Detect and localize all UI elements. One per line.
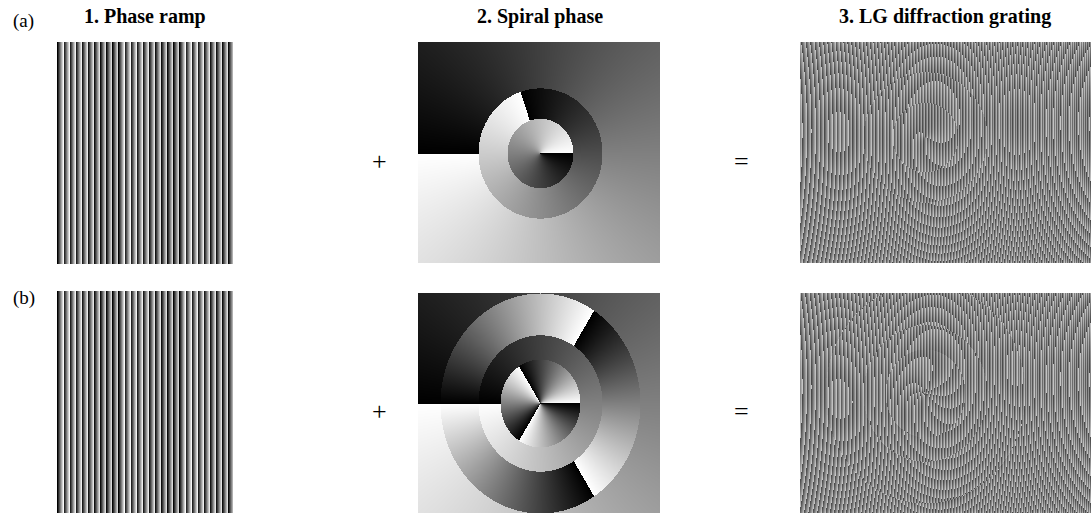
operator-symbol: = — [734, 399, 749, 425]
lg-grating-image — [800, 293, 1091, 513]
row-label: (b) — [13, 288, 35, 307]
spiral-phase-image — [418, 293, 660, 513]
phase-ramp-image — [57, 291, 233, 513]
operator-symbol: = — [734, 149, 749, 175]
column-heading: 1. Phase ramp — [84, 6, 206, 26]
phase-ramp-image — [57, 42, 233, 264]
row-label: (a) — [13, 11, 34, 30]
column-heading: 3. LG diffraction grating — [839, 6, 1051, 26]
spiral-phase-image — [418, 42, 660, 263]
operator-symbol: + — [372, 149, 387, 175]
lg-grating-image — [800, 42, 1091, 263]
column-heading: 2. Spiral phase — [477, 6, 603, 26]
operator-symbol: + — [372, 399, 387, 425]
